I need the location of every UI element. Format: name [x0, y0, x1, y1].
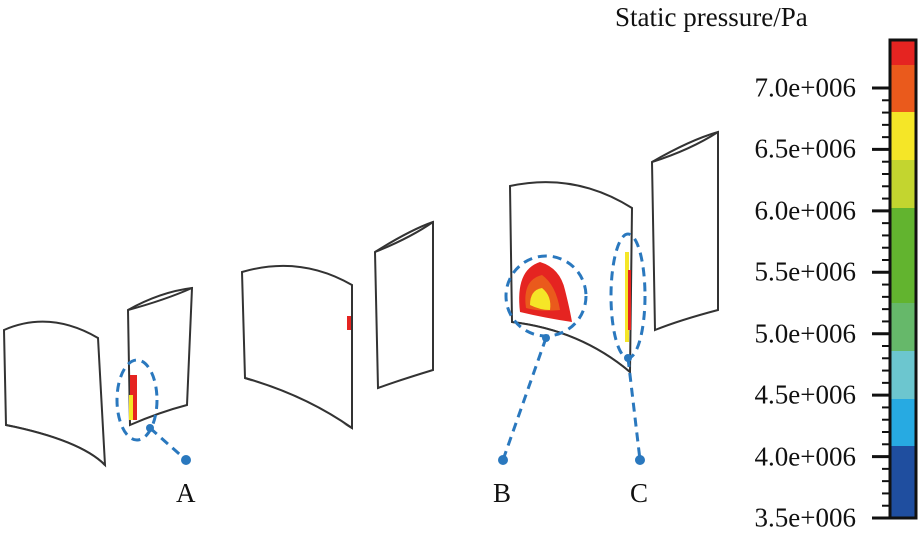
marker-label-b: B — [493, 478, 512, 508]
blade — [240, 264, 353, 430]
colorbar-tick-label: 3.5e+006 — [754, 502, 856, 533]
blade — [650, 130, 719, 332]
marker-label-a: A — [176, 478, 196, 508]
colorbar-band — [890, 160, 916, 208]
colorbar-band — [890, 446, 916, 518]
marker-ellipse-a — [115, 358, 159, 442]
colorbar — [872, 38, 918, 520]
hotspot-a — [130, 375, 137, 420]
marker-label-c: C — [630, 478, 649, 508]
colorbar-tick-label: 5.5e+006 — [754, 256, 856, 287]
colorbar-tick-label: 4.0e+006 — [754, 441, 856, 472]
colorbar-tick-label: 6.5e+006 — [754, 133, 856, 164]
colorbar-tick-label: 5.0e+006 — [754, 318, 856, 349]
colorbar-tick-label: 6.0e+006 — [754, 195, 856, 226]
colorbar-tick-label: 4.5e+006 — [754, 379, 856, 410]
colorbar-band — [890, 351, 916, 399]
colorbar-band — [890, 112, 916, 160]
colorbar-band — [890, 208, 916, 303]
colorbar-tick-label: 7.0e+006 — [754, 72, 856, 103]
colorbar-band — [890, 65, 916, 112]
blade — [373, 220, 434, 390]
colorbar-band — [890, 399, 916, 446]
colorbar-band — [890, 303, 916, 351]
colorbar-band — [890, 40, 916, 65]
blade — [126, 286, 194, 427]
legend-title: Static pressure/Pa — [615, 2, 808, 32]
